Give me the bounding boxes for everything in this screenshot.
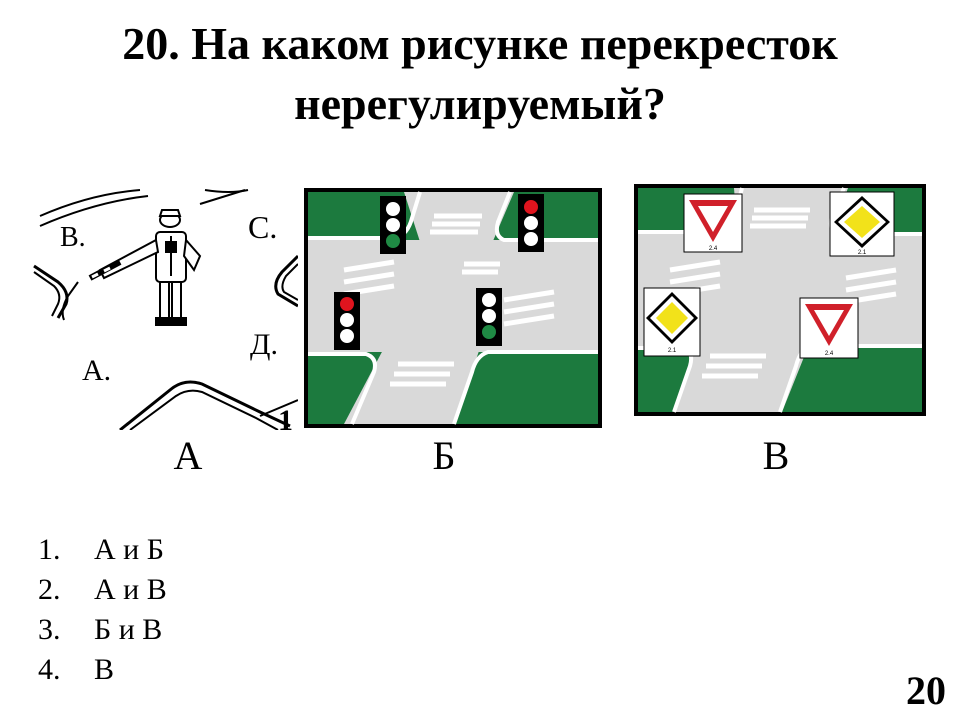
street-label-1: 1 (278, 404, 293, 430)
main-road-sign-left-icon: 2.1 (643, 287, 701, 357)
figure-b-traffic-lights (304, 188, 602, 428)
traffic-light-center (476, 288, 502, 346)
svg-text:2.1: 2.1 (858, 250, 867, 256)
street-label-d: Д. (250, 328, 278, 361)
figure-c-priority-signs: 2.4 2.1 2.1 2.4 (634, 184, 926, 416)
answer-list: 1. А и Б 2. А и В 3. Б и В 4. В (38, 530, 167, 690)
answer-option-2[interactable]: 2. А и В (38, 570, 167, 610)
traffic-light-top-right (518, 194, 544, 252)
yield-sign-icon: 2.4 (683, 193, 743, 253)
answer-option-4[interactable]: 4. В (38, 650, 167, 690)
street-label-b: В. (60, 222, 86, 253)
figure-c-caption: В (762, 433, 790, 478)
yield-sign-bottom-icon: 2.4 (799, 297, 859, 359)
traffic-light-left (334, 292, 360, 350)
answer-number: 4. (38, 653, 61, 686)
answer-option-3[interactable]: 3. Б и В (38, 610, 167, 650)
svg-text:2.4: 2.4 (825, 351, 834, 357)
answer-text: Б и В (94, 613, 163, 646)
svg-text:2.4: 2.4 (709, 246, 718, 252)
answer-text: А и В (94, 573, 167, 606)
title-line-2: нерегулируемый? (294, 78, 666, 129)
traffic-light-top-left (380, 196, 406, 254)
answer-text: А и Б (94, 533, 164, 566)
street-label-a: А. (82, 354, 111, 387)
figure-a-caption: А (173, 433, 203, 478)
figure-b-caption: Б (432, 433, 456, 478)
title-line-1: 20. На каком рисунке перекресток (122, 18, 838, 69)
main-road-sign-icon: 2.1 (829, 191, 895, 257)
street-label-c: С. (248, 209, 277, 245)
answer-number: 1. (38, 533, 61, 566)
answer-number: 3. (38, 613, 61, 646)
svg-text:2.1: 2.1 (668, 348, 677, 354)
answer-number: 2. (38, 573, 61, 606)
answer-option-1[interactable]: 1. А и Б (38, 530, 167, 570)
answer-text: В (94, 653, 115, 686)
figure-a-traffic-controller: В. С. Д. А. 1 (30, 186, 298, 430)
slide-title: 20. На каком рисунке перекресток нерегул… (0, 14, 960, 134)
page-number: 20 (906, 668, 946, 713)
